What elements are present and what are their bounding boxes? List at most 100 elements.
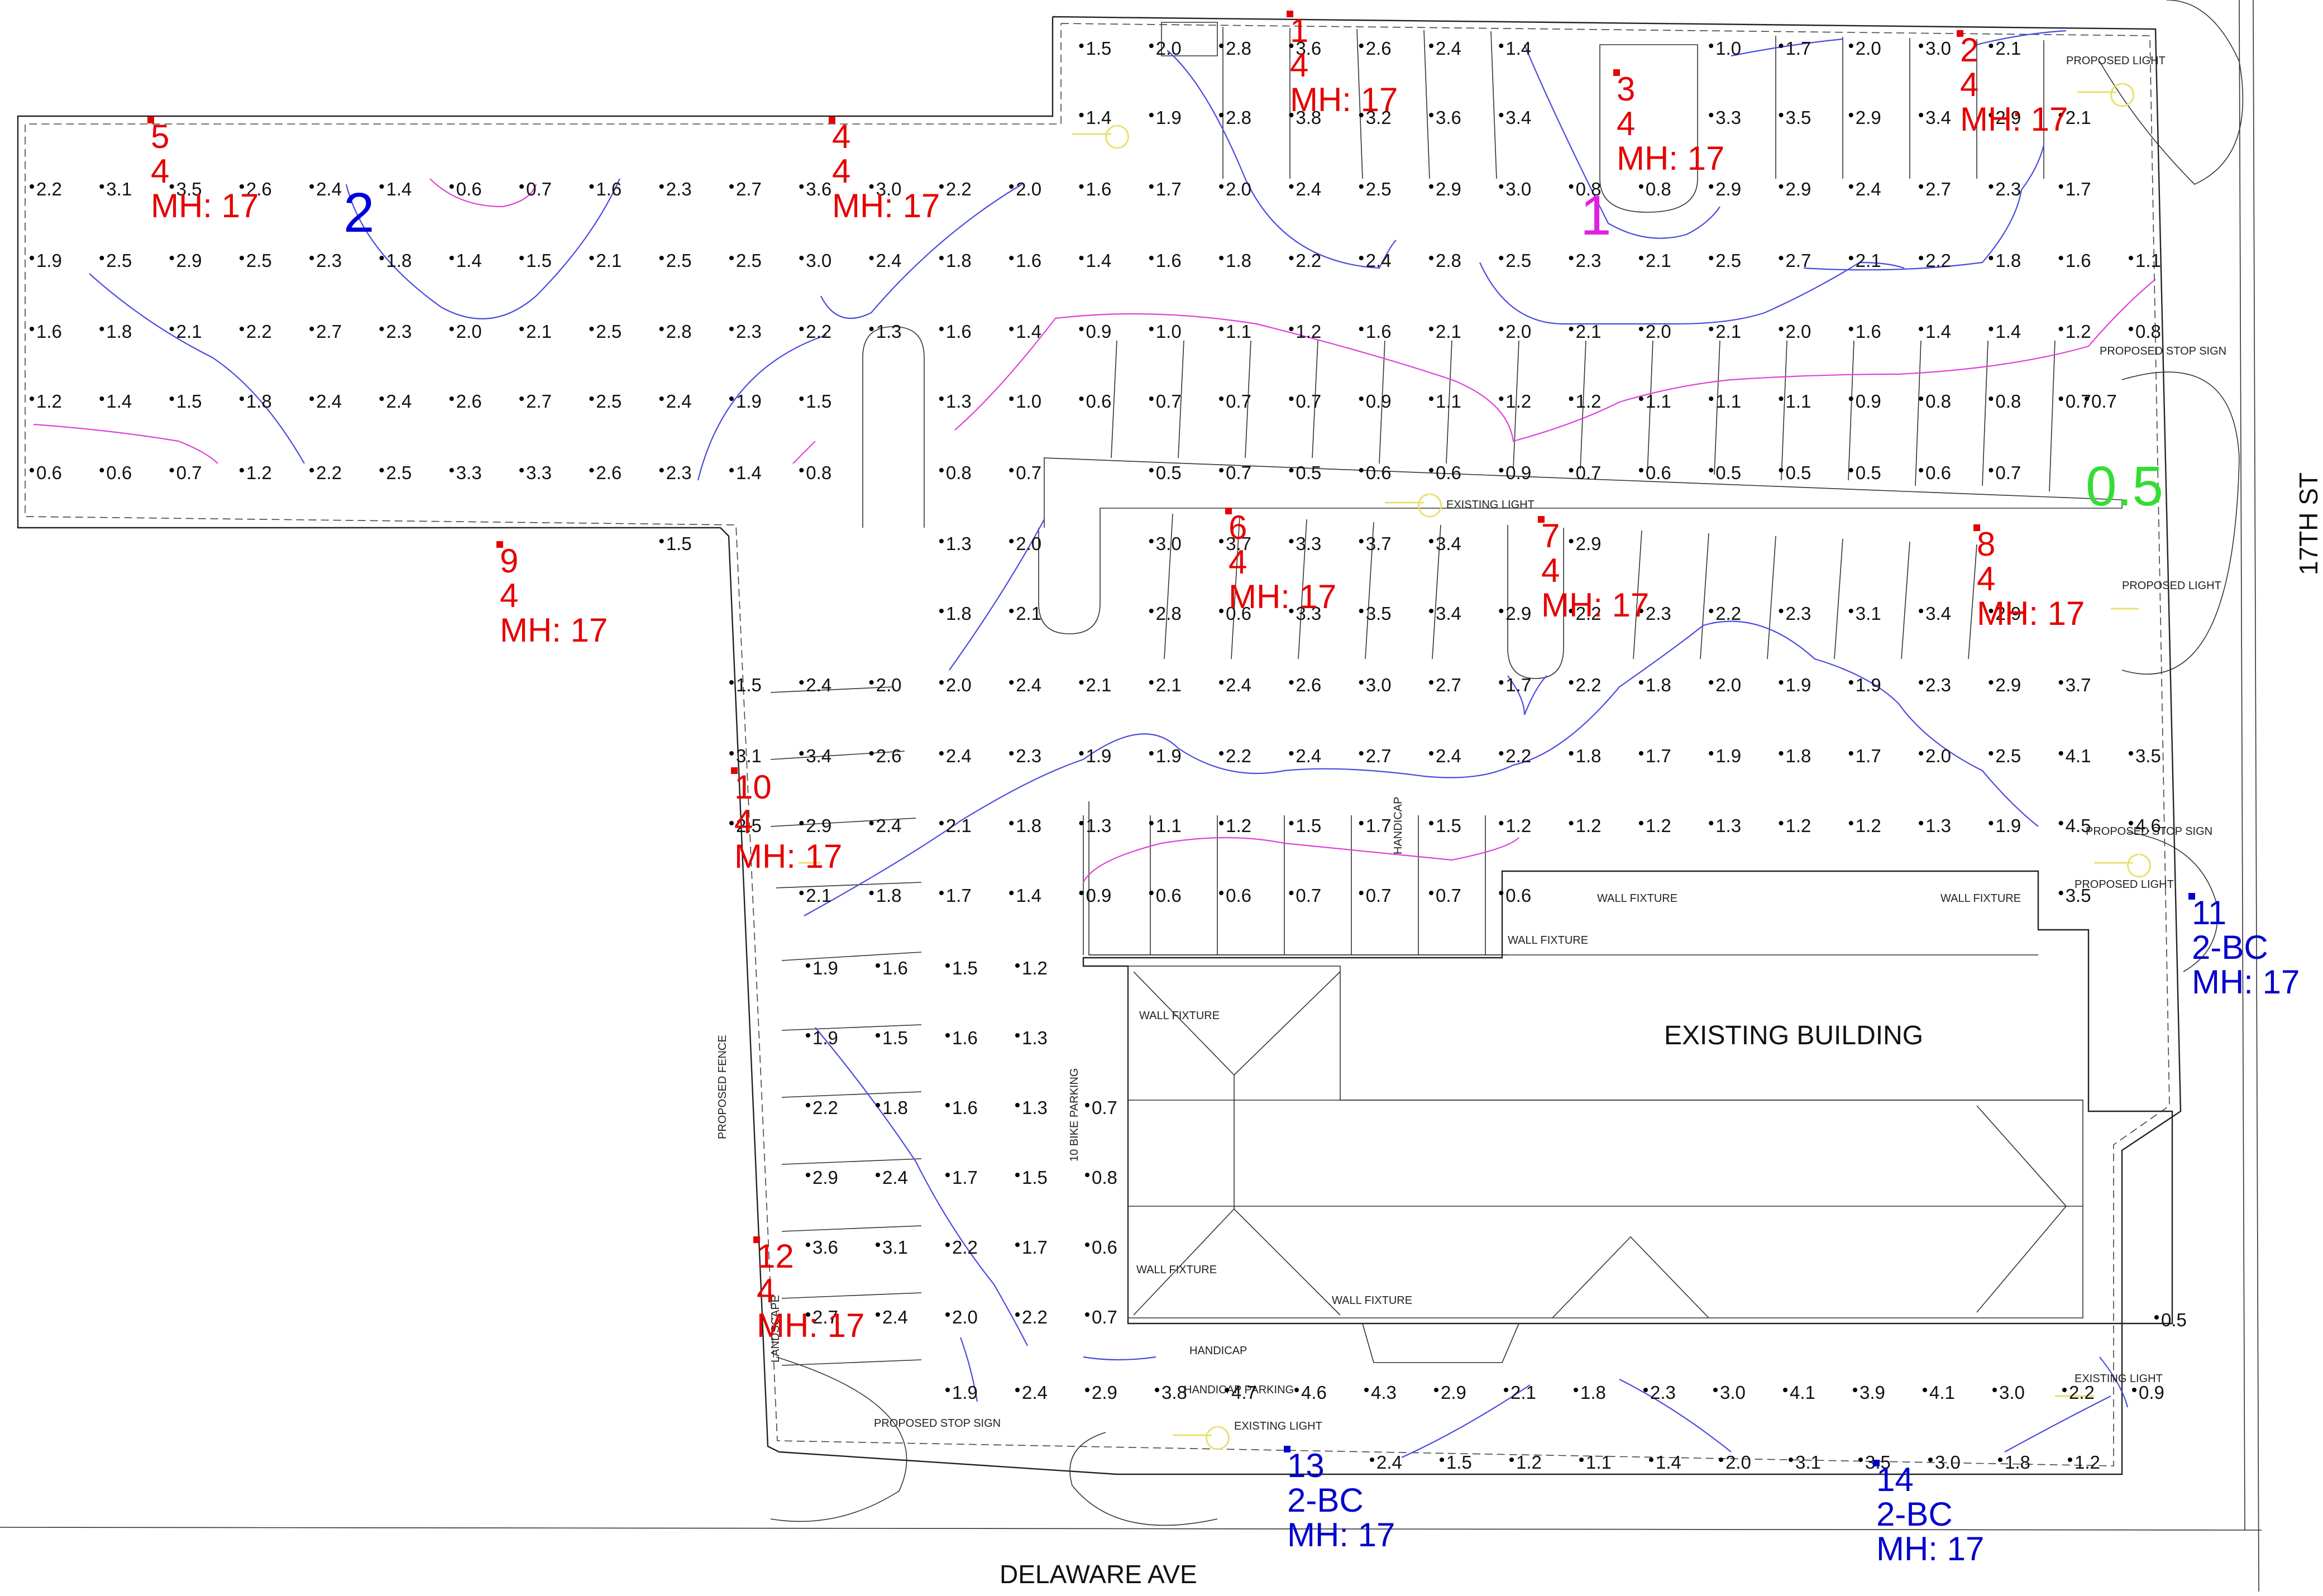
grid-point [519,468,524,472]
grid-value: 2.1 [1995,38,2021,59]
grid-point [1155,1388,1159,1392]
grid-value: 2.4 [1296,746,1321,766]
grid-value: 0.6 [1436,462,1461,483]
grid-point [1992,1388,1997,1392]
grid-point [1289,468,1294,472]
grid-value: 3.9 [1860,1382,1885,1403]
grid-point [1509,1458,1514,1462]
grid-point [1919,751,1924,756]
grid-point [1848,44,1853,48]
grid-point [1499,751,1504,756]
grid-value: 2.6 [876,746,902,766]
grid-value: 3.1 [1795,1452,1821,1473]
grid-value: 2.9 [1856,107,1881,128]
grid-value: 3.3 [456,462,482,483]
luminaire-mh: MH: 17 [757,1307,864,1344]
grid-point [1429,113,1433,117]
luminaire-mh: MH: 17 [832,187,940,224]
grid-value: 2.4 [1296,179,1321,199]
grid-point [729,327,734,331]
grid-point [1009,751,1014,756]
grid-value: 0.9 [2139,1382,2164,1403]
grid-point [729,751,734,756]
grid-point [1989,396,1994,401]
grid-value: 3.1 [1856,603,1881,624]
grid-point [1015,963,1020,968]
stall-lines [770,27,2056,1366]
grid-point [799,891,804,895]
grid-point [1579,1458,1584,1462]
grid-point [1928,1458,1933,1462]
grid-point [1499,184,1504,189]
grid-value: 1.7 [1856,746,1881,766]
grid-value: 0.7 [2091,391,2117,412]
grid-value: 1.8 [1226,250,1251,271]
grid-value: 2.8 [1436,250,1461,271]
grid-point [939,468,944,472]
grid-point [1848,751,1853,756]
grid-point [99,327,104,331]
grid-value: 1.5 [1446,1452,1472,1473]
grid-value: 2.4 [1016,675,1041,695]
grid-value: 2.6 [1366,38,1392,59]
grid-value: 2.7 [1366,746,1392,766]
grid-point [1709,680,1714,685]
luminaire-marker [753,1236,760,1243]
grid-value: 3.4 [1436,603,1461,624]
grid-value: 1.9 [736,391,762,412]
grid-point [869,256,874,260]
grid-value: 1.5 [806,391,831,412]
grid-point [1359,256,1364,260]
grid-value: 1.4 [386,179,412,199]
grid-point [1079,256,1084,260]
grid-point [1149,396,1154,401]
grid-point [806,1173,810,1177]
luminaire-mh: MH: 17 [1960,101,2068,138]
grid-point [1289,44,1294,48]
grid-point [1638,468,1643,472]
note-proposed-fence: PROPOSED FENCE [716,1035,729,1139]
grid-value: 3.5 [176,179,202,199]
grid-point [1709,256,1714,260]
grid-value: 2.9 [1995,107,2021,128]
grid-point [1009,680,1014,685]
grid-value: 1.2 [246,462,272,483]
grid-value: 1.1 [1226,321,1251,342]
grid-value: 4.1 [1929,1382,1955,1403]
grid-value: 0.7 [526,179,552,199]
grid-value: 0.9 [1505,462,1531,483]
luminaire-mh: MH: 17 [1977,595,2085,632]
grid-point [1009,821,1014,825]
grid-value: 2.0 [1856,38,1881,59]
grid-point [1085,1388,1089,1392]
grid-point [379,184,384,189]
grid-value: 2.7 [1925,179,1951,199]
grid-value: 3.4 [1925,603,1951,624]
grid-value: 1.7 [952,1167,978,1188]
grid-point [1719,1458,1723,1462]
grid-point [2058,113,2063,117]
grid-value: 1.4 [1016,885,1041,906]
grid-point [1079,751,1084,756]
grid-value: 1.6 [1016,250,1041,271]
grid-value: 1.3 [876,321,902,342]
luminaire-id: 14 [1876,1461,1914,1498]
grid-point [1989,468,1994,472]
grid-point [1009,327,1014,331]
grid-value: 2.4 [1376,1452,1402,1473]
grid-point [449,396,454,401]
grid-value: 1.8 [246,391,272,412]
luminaire-marker [731,767,738,774]
grid-point [169,396,174,401]
grid-value: 2.6 [456,391,482,412]
grid-point [1919,44,1924,48]
grid-point [2058,751,2063,756]
luminaire-mh: MH: 17 [1617,140,1724,177]
grid-value: 1.7 [1022,1237,1048,1258]
grid-point [1499,396,1504,401]
grid-value: 1.2 [1646,815,1671,836]
grid-point [1149,113,1154,117]
grid-value: 2.4 [1436,38,1461,59]
grid-value: 2.9 [1995,603,2021,624]
luminaire-mh: MH: 17 [1229,578,1336,615]
